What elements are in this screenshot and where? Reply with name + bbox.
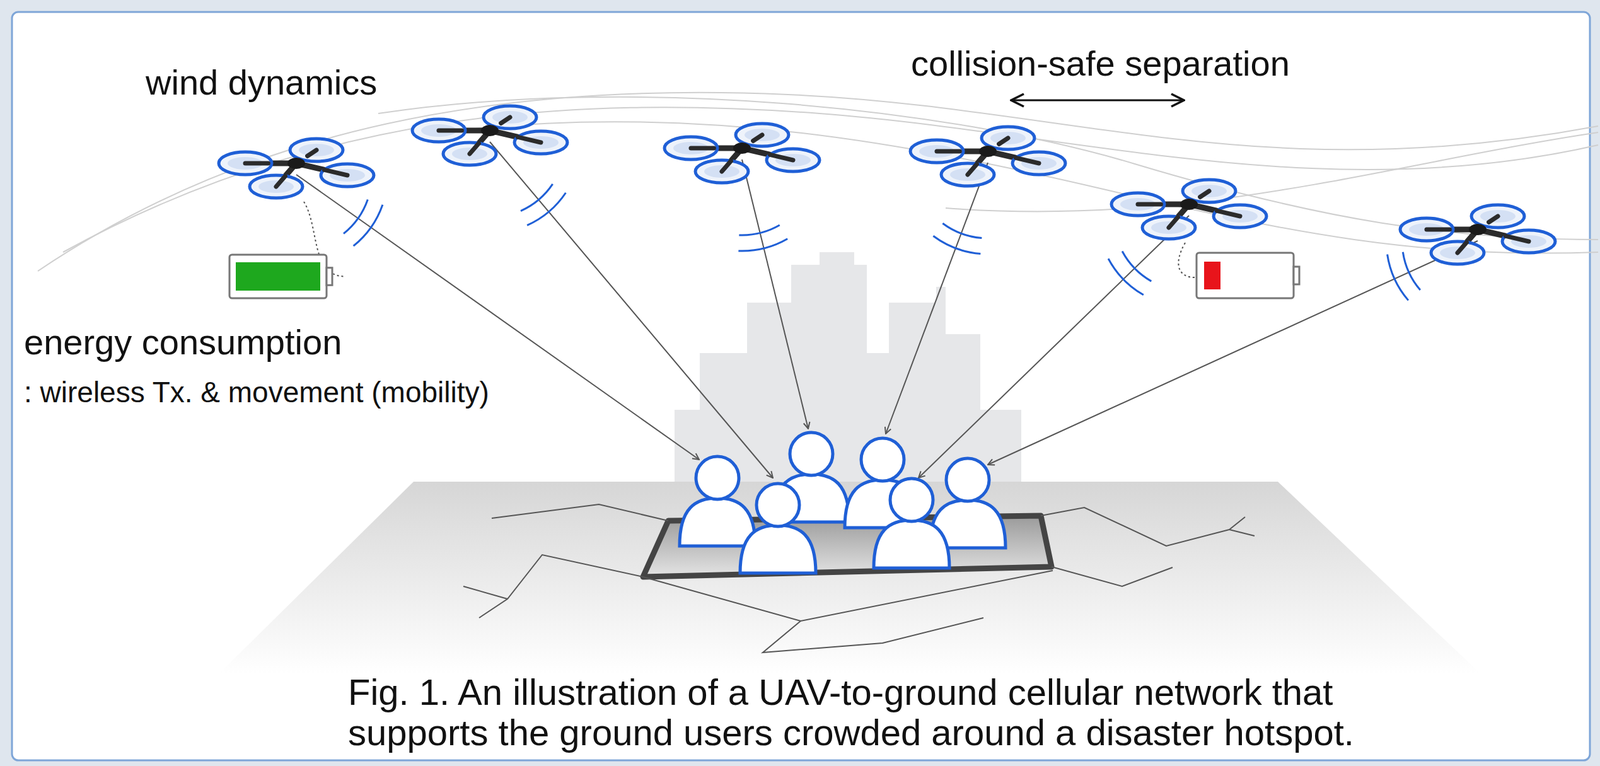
- signal-arc: [933, 235, 981, 254]
- downlink-line: [987, 240, 1478, 465]
- user-icon: [873, 478, 950, 569]
- uav-group: [218, 105, 1556, 265]
- uav: [1111, 179, 1267, 239]
- uav: [910, 126, 1066, 186]
- signal-arc: [520, 184, 553, 212]
- separation-arrow: [1012, 99, 1183, 102]
- annotation-label: : wireless Tx. & movement (mobility): [21, 376, 492, 409]
- signal-arc: [343, 199, 368, 234]
- uav: [218, 138, 374, 198]
- downlink-line: [742, 159, 809, 429]
- signal-arc: [353, 204, 383, 246]
- annotation-label: wind dynamics: [145, 63, 377, 103]
- annotation-label: collision-safe separation: [910, 44, 1290, 84]
- battery-icon: [229, 201, 346, 299]
- signal-arc: [527, 192, 566, 226]
- signal-arc: [738, 238, 788, 251]
- city-skyline: [674, 252, 1022, 482]
- user-icon: [679, 456, 756, 546]
- annotation-label: energy consumption: [21, 322, 345, 362]
- signal-arc: [738, 225, 780, 236]
- figure-caption: Fig. 1. An illustration of a UAV-to-grou…: [347, 672, 1483, 753]
- downlink-line: [296, 174, 700, 460]
- downlink-line: [489, 141, 773, 478]
- signal-arc: [1122, 250, 1152, 282]
- downlink-line: [918, 215, 1189, 478]
- uav: [412, 105, 568, 166]
- downlink-line: [885, 162, 988, 434]
- battery-icon: [1178, 242, 1300, 299]
- wind-curves: [37, 92, 1599, 272]
- user-icon: [740, 483, 816, 574]
- downlinks: [296, 141, 1478, 478]
- panel: [11, 11, 1590, 761]
- signal-arc: [1402, 252, 1421, 290]
- uav: [1400, 204, 1556, 265]
- signal-arc: [942, 223, 982, 238]
- uav: [664, 123, 820, 183]
- signal-arc: [1108, 258, 1144, 296]
- ground-users: [679, 432, 1006, 574]
- signal-arc: [1387, 254, 1409, 301]
